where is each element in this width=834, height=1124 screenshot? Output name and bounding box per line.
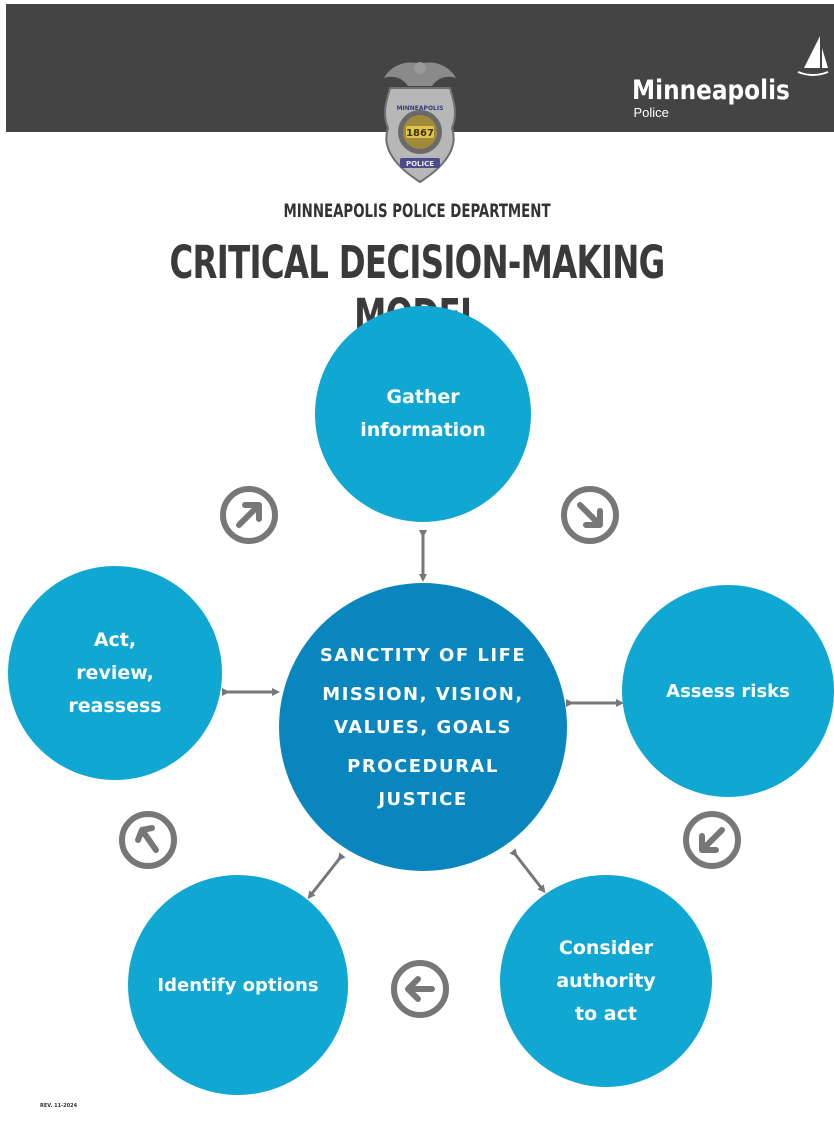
step-act-review-reassess: Act, review, reassess xyxy=(8,566,222,780)
cycle-arrow-icon-1 xyxy=(220,486,278,544)
badge-top-text: MINNEAPOLIS xyxy=(397,105,444,112)
step-label: Consider authority to act xyxy=(556,936,656,1025)
step-label: Gather information xyxy=(360,386,486,441)
badge-year: 1867 xyxy=(406,128,434,139)
center-line-2: MISSION, VISION, xyxy=(322,683,524,705)
brand-logo: Minneapolis Police xyxy=(632,76,816,120)
step-label: Identify options xyxy=(157,974,319,996)
core-values-center: SANCTITY OF LIFE MISSION, VISION, VALUES… xyxy=(279,583,567,871)
cycle-arrow-icon-2 xyxy=(561,486,619,544)
cycle-arrow-icon-5 xyxy=(119,811,177,869)
sailboat-icon xyxy=(797,36,829,76)
link-authority xyxy=(509,848,546,894)
step-consider-authority: Consider authority to act xyxy=(500,875,712,1087)
center-line-5: JUSTICE xyxy=(378,788,468,810)
revision-note: REV. 11-2024 xyxy=(40,1103,78,1109)
center-line-1: SANCTITY OF LIFE xyxy=(319,644,527,666)
brand-name: Minneapolis xyxy=(632,75,791,106)
center-line-3: VALUES, GOALS xyxy=(334,716,512,738)
department-name: MINNEAPOLIS POLICE DEPARTMENT xyxy=(283,200,551,222)
link-options xyxy=(307,852,346,900)
cycle-arrow-icon-3 xyxy=(683,811,741,869)
cycle-arrow-icon-4 xyxy=(391,960,449,1018)
step-gather-information: Gather information xyxy=(315,306,531,522)
center-line-4: PROCEDURAL xyxy=(347,755,499,777)
step-assess-risks: Assess risks xyxy=(622,585,834,797)
badge-bottom-text: POLICE xyxy=(406,160,434,168)
step-label: Assess risks xyxy=(666,680,790,702)
brand-sub: Police xyxy=(633,105,669,120)
step-label: Act, review, reassess xyxy=(68,628,162,717)
police-badge-logo: 1867 MINNEAPOLIS POLICE xyxy=(383,62,457,184)
step-identify-options: Identify options xyxy=(128,875,348,1095)
